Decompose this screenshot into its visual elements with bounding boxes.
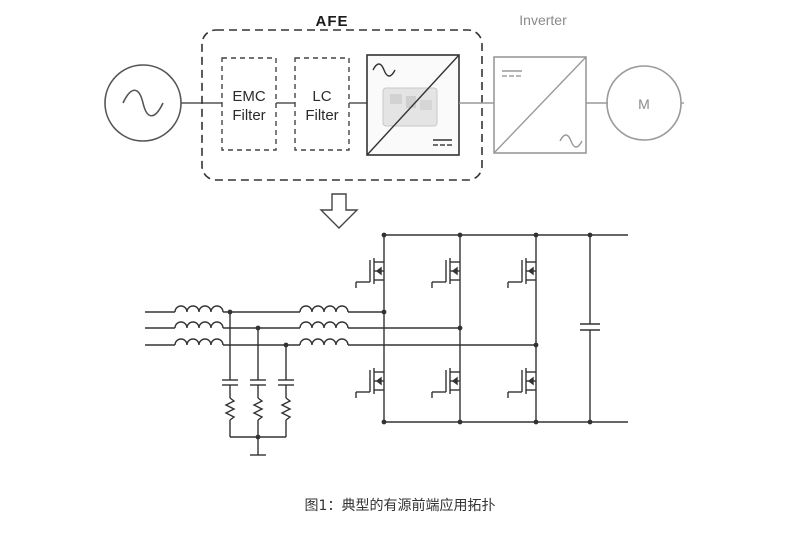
mosfet-upper-c-icon <box>507 258 536 288</box>
mosfet-lower-c-icon <box>507 368 536 398</box>
emc-filter-box <box>221 57 277 151</box>
ac-source-icon <box>104 64 182 142</box>
mosfet-upper-a-icon <box>355 258 384 288</box>
mosfet-lower-b-icon <box>431 368 460 398</box>
lc-filter-label-line2: Filter <box>305 107 338 124</box>
circuit-schematic <box>145 232 628 456</box>
emc-filter-label-line1: EMC <box>232 88 266 105</box>
figure-caption: 图1：典型的有源前端应用拓扑 <box>304 498 496 514</box>
junction-dots <box>227 232 593 440</box>
lc-filter-label-line1: LC <box>312 88 331 105</box>
filter-capacitors-icon <box>222 312 294 398</box>
mosfet-upper-b-icon <box>431 258 460 288</box>
boost-inductors-icon <box>299 305 349 346</box>
damping-resistors-icon <box>224 397 292 456</box>
active-rectifier-icon <box>366 54 460 156</box>
emc-filter-label-line2: Filter <box>232 107 265 124</box>
inverter-icon <box>493 56 587 154</box>
mosfet-lower-a-icon <box>355 368 384 398</box>
motor-label: M <box>638 96 650 112</box>
motor-icon <box>606 65 684 141</box>
afe-label: AFE <box>316 13 349 30</box>
inverter-label: Inverter <box>519 12 567 28</box>
dc-link-capacitor-icon <box>580 235 600 422</box>
input-inductors-icon <box>174 305 224 346</box>
lc-filter-box <box>294 57 350 151</box>
down-arrow-icon <box>319 193 359 229</box>
